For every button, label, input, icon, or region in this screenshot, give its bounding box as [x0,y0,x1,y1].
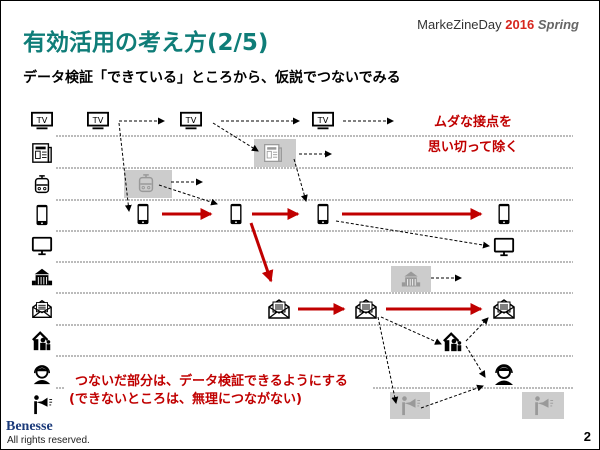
callout-line1: ムダな接点を [434,114,512,130]
tv-icon [31,111,53,131]
callout-line2: 思い切って除く [428,139,518,155]
smartphone-icon [36,204,48,226]
call-center-icon [32,364,52,386]
smartphone-node [317,203,329,225]
call-center-node [494,364,514,386]
mail-icon [32,300,52,318]
copyright: All rights reserved. [7,435,90,446]
building-icon [31,268,53,286]
megaphone-icon [32,393,53,416]
smartphone-node [498,203,510,225]
note-line1: つないだ部分は、データ検証できるようにする [75,373,348,389]
tv-node [87,111,109,131]
page-number: 2 [583,429,591,444]
tv-node [180,111,202,131]
verified-paths [162,208,483,315]
row-dividers [56,135,573,389]
pc-icon [31,236,53,256]
train-icon [34,175,50,194]
mail-node [355,299,377,319]
mail-node [268,299,290,319]
smartphone-node [230,203,242,225]
note-line2: (できないところは、無理につながない) [69,391,302,407]
pc-node [493,237,515,257]
newspaper-node-removed [263,143,283,163]
page-subtitle: データ検証「できている」ところから、仮説でつないでみる [23,70,401,86]
page-title: 有効活用の考え方(2/5) [23,30,269,56]
home-family-node [442,332,463,353]
mail-node [493,299,515,319]
tv-node [312,111,334,131]
benesse-logo: Benesse [6,419,53,434]
smartphone-node [137,203,149,225]
newspaper-icon [32,143,52,163]
home-family-icon [31,331,52,352]
event-logo: MarkeZineDay 2016 Spring [417,17,579,32]
